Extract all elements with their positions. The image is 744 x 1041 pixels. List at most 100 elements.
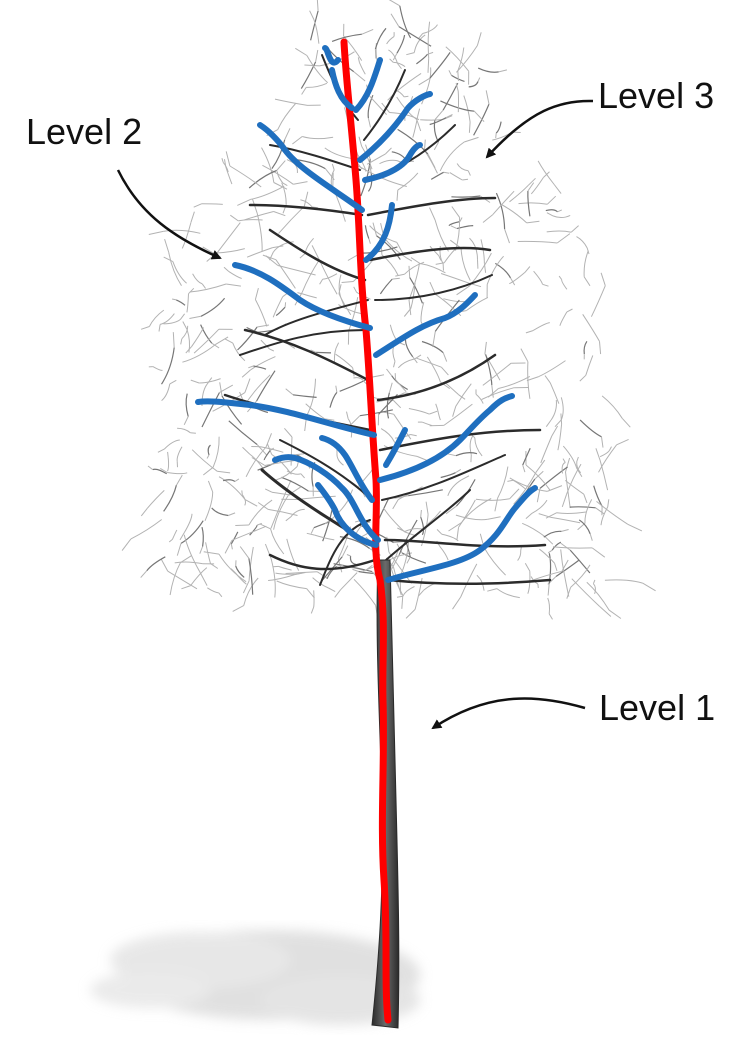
twig [177, 447, 182, 461]
twig-fork [255, 288, 258, 299]
twig-fork [237, 199, 250, 205]
twig-fork [183, 322, 187, 330]
twig-fork [609, 610, 621, 618]
twig-fork [558, 210, 562, 212]
twig-fork [292, 137, 302, 145]
twig-fork [459, 395, 465, 400]
twig-fork [389, 383, 392, 393]
twig [397, 35, 405, 53]
twig-fork [347, 412, 349, 419]
twig [219, 554, 246, 582]
twig-fork [477, 575, 480, 579]
twig-fork [528, 178, 535, 185]
twig-fork [462, 179, 468, 180]
twig [194, 329, 219, 353]
twig-fork [173, 332, 174, 348]
twig-fork [386, 148, 392, 154]
twig-fork [507, 480, 513, 481]
twig-fork [521, 349, 528, 362]
twig-fork [212, 343, 219, 348]
twig [201, 325, 212, 344]
twig-fork [552, 426, 558, 436]
twig [182, 345, 215, 363]
twig-fork [545, 376, 550, 383]
twig-fork [437, 529, 442, 534]
twig [464, 96, 470, 122]
twig-fork [505, 229, 510, 243]
twig [226, 167, 232, 185]
twig [560, 312, 567, 326]
twig [302, 259, 319, 292]
twig-fork [458, 71, 459, 81]
twig [293, 395, 317, 398]
twig [279, 206, 305, 233]
twig [392, 376, 408, 390]
twig [186, 394, 188, 417]
twig [534, 271, 543, 284]
twig-fork [488, 517, 501, 520]
twig-fork [242, 370, 251, 377]
twig [387, 393, 389, 419]
twig [170, 563, 180, 595]
twig-fork [643, 583, 656, 591]
twig-fork [204, 552, 219, 554]
twig [548, 598, 550, 614]
twig-fork [243, 447, 250, 454]
twig [275, 99, 308, 105]
twig-fork [418, 109, 420, 117]
twig-fork [233, 606, 244, 612]
level-3-twigs [122, 0, 656, 619]
twig [396, 91, 404, 97]
twig [583, 314, 600, 341]
twig-fork [307, 533, 315, 535]
twig-fork [441, 367, 448, 375]
twig-fork [395, 274, 404, 276]
twig [430, 118, 446, 125]
twig [316, 352, 331, 353]
twig-fork [468, 171, 470, 176]
twig [563, 446, 576, 468]
twig [398, 173, 418, 190]
twig-fork [269, 349, 273, 351]
tree-shadow [90, 930, 420, 1025]
twig-fork [277, 161, 286, 171]
twig [533, 323, 550, 331]
twig-fork [170, 380, 177, 384]
twig [190, 284, 226, 292]
twig-fork [555, 563, 558, 571]
twig-fork [596, 508, 604, 514]
twig [584, 251, 588, 277]
twig-fork [355, 521, 359, 522]
twig-fork [158, 449, 164, 452]
twig [271, 559, 275, 598]
twig-fork [485, 342, 487, 354]
twig-fork [407, 557, 410, 563]
twig-fork [526, 513, 532, 518]
twig-fork [335, 590, 341, 598]
twig-fork [537, 488, 540, 502]
twig-fork [419, 78, 430, 85]
twig [585, 499, 592, 523]
twig-fork [354, 287, 357, 293]
twig-fork [181, 586, 190, 589]
twig [381, 429, 394, 442]
twig [247, 248, 273, 258]
twig-fork [388, 0, 400, 6]
twig-fork [596, 448, 600, 460]
twig-fork [561, 543, 571, 550]
twig [420, 264, 445, 273]
twig-fork [317, 0, 318, 11]
twig-fork [253, 199, 258, 214]
twig-fork [428, 154, 435, 168]
twig-fork [336, 386, 337, 393]
twig [551, 400, 556, 420]
twig-fork [200, 572, 208, 586]
twig-fork [483, 215, 493, 223]
twig [440, 142, 464, 171]
twig-fork [307, 589, 315, 599]
twig [403, 587, 415, 597]
twig [602, 396, 622, 418]
twig-fork [184, 417, 188, 425]
twig-fork [421, 510, 422, 517]
twig [164, 485, 177, 511]
